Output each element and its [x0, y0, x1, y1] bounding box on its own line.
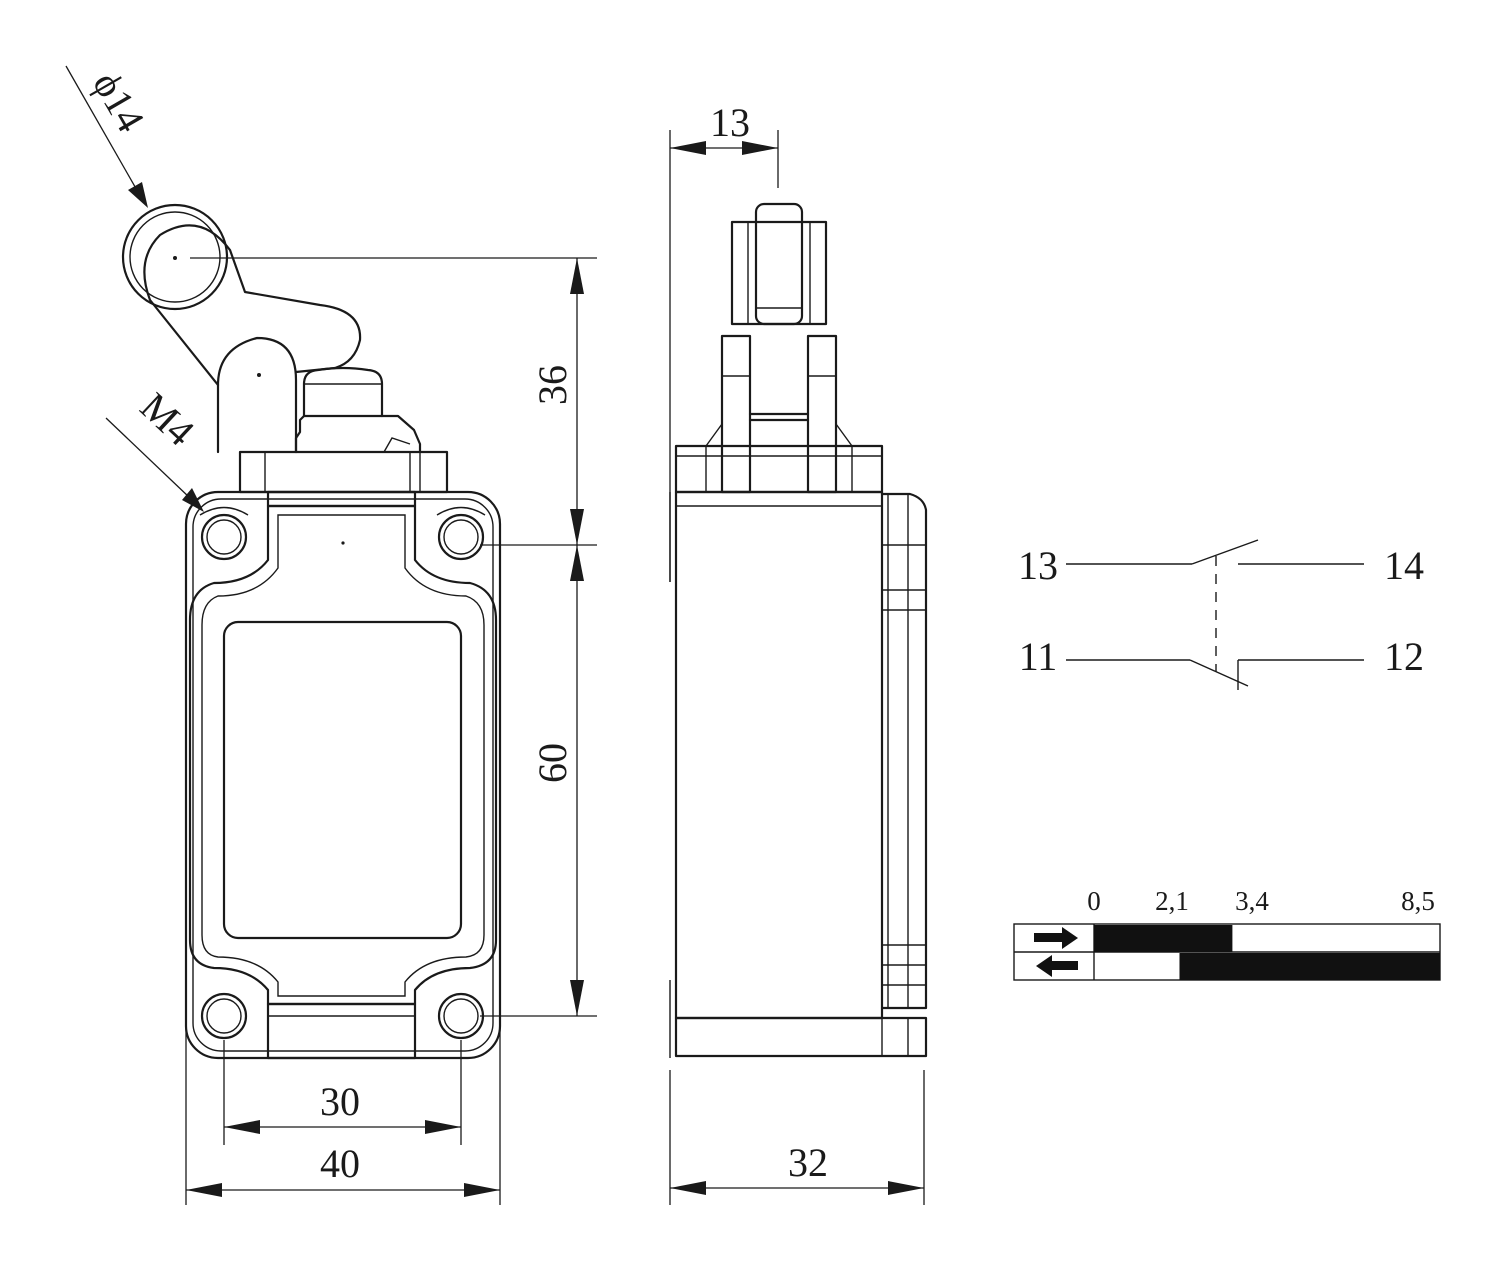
terminal-14-label: 14	[1384, 543, 1424, 588]
dim-roller-width-label: 13	[710, 100, 750, 145]
side-view: 13 32	[669, 100, 928, 1205]
roller-lever	[121, 203, 362, 454]
terminal-11-label: 11	[1019, 634, 1058, 679]
dim-heights: 36 60	[190, 257, 597, 1017]
terminal-12-label: 12	[1384, 634, 1424, 679]
return-arrow-icon	[1036, 955, 1078, 977]
dim-depth-label: 32	[788, 1140, 828, 1185]
head-cap	[294, 414, 422, 454]
housing-outline	[184, 490, 502, 1060]
dim-thread-label: M4	[132, 384, 203, 455]
dim-height-upper-label: 36	[530, 365, 575, 405]
dim-roller-diameter: ϕ14	[65, 64, 154, 208]
travel-scale-label-3: 8,5	[1401, 886, 1435, 916]
mounting-hole-tr	[437, 513, 485, 561]
actuator-head	[238, 366, 449, 494]
travel-scale-label-1: 2,1	[1155, 886, 1189, 916]
forward-arrow-icon	[1034, 927, 1078, 949]
side-body	[674, 490, 884, 1020]
bottom-lip	[266, 1002, 417, 1060]
travel-scale-label-2: 3,4	[1235, 886, 1269, 916]
housing-inner-edge	[192, 498, 494, 1052]
side-roller	[754, 202, 804, 326]
mounting-hole-bl	[200, 992, 248, 1040]
head-base	[238, 450, 449, 494]
mounting-holes	[199, 506, 486, 1040]
dim-widths: 30 40	[185, 1030, 501, 1205]
dim-height-lower-label: 60	[530, 743, 575, 783]
dim-width-total-label: 40	[320, 1141, 360, 1186]
roller-wheel	[121, 203, 229, 311]
contact-schematic: 13 14 11 12	[1018, 539, 1424, 690]
dim-depth: 32	[669, 1070, 925, 1205]
travel-bar-forward	[1094, 925, 1233, 952]
side-actuator	[720, 202, 838, 494]
lever-arm	[143, 224, 362, 387]
front-view: ϕ14 M4 36 60 30	[65, 64, 597, 1205]
panel-frame-inner	[201, 514, 485, 997]
dim-roller-width: 13	[669, 100, 779, 582]
label-window	[222, 620, 463, 940]
mounting-hole-br	[437, 992, 485, 1040]
dim-thread: M4	[105, 384, 204, 512]
side-head	[674, 444, 884, 494]
panel-frame	[188, 504, 498, 1006]
side-roller-housing	[730, 220, 828, 326]
travel-bar-return	[1179, 953, 1440, 980]
travel-diagram: 0 2,1 3,4 8,5	[1013, 886, 1441, 981]
dim-width-holes-label: 30	[320, 1079, 360, 1124]
travel-scale-label-0: 0	[1087, 886, 1101, 916]
dim-roller-diameter-label: ϕ14	[84, 64, 154, 139]
side-cover	[880, 492, 928, 1010]
plunger	[302, 366, 384, 418]
side-base	[674, 1016, 928, 1058]
terminal-13-label: 13	[1018, 543, 1058, 588]
mounting-hole-tl	[200, 513, 248, 561]
lever-hub	[216, 336, 298, 454]
